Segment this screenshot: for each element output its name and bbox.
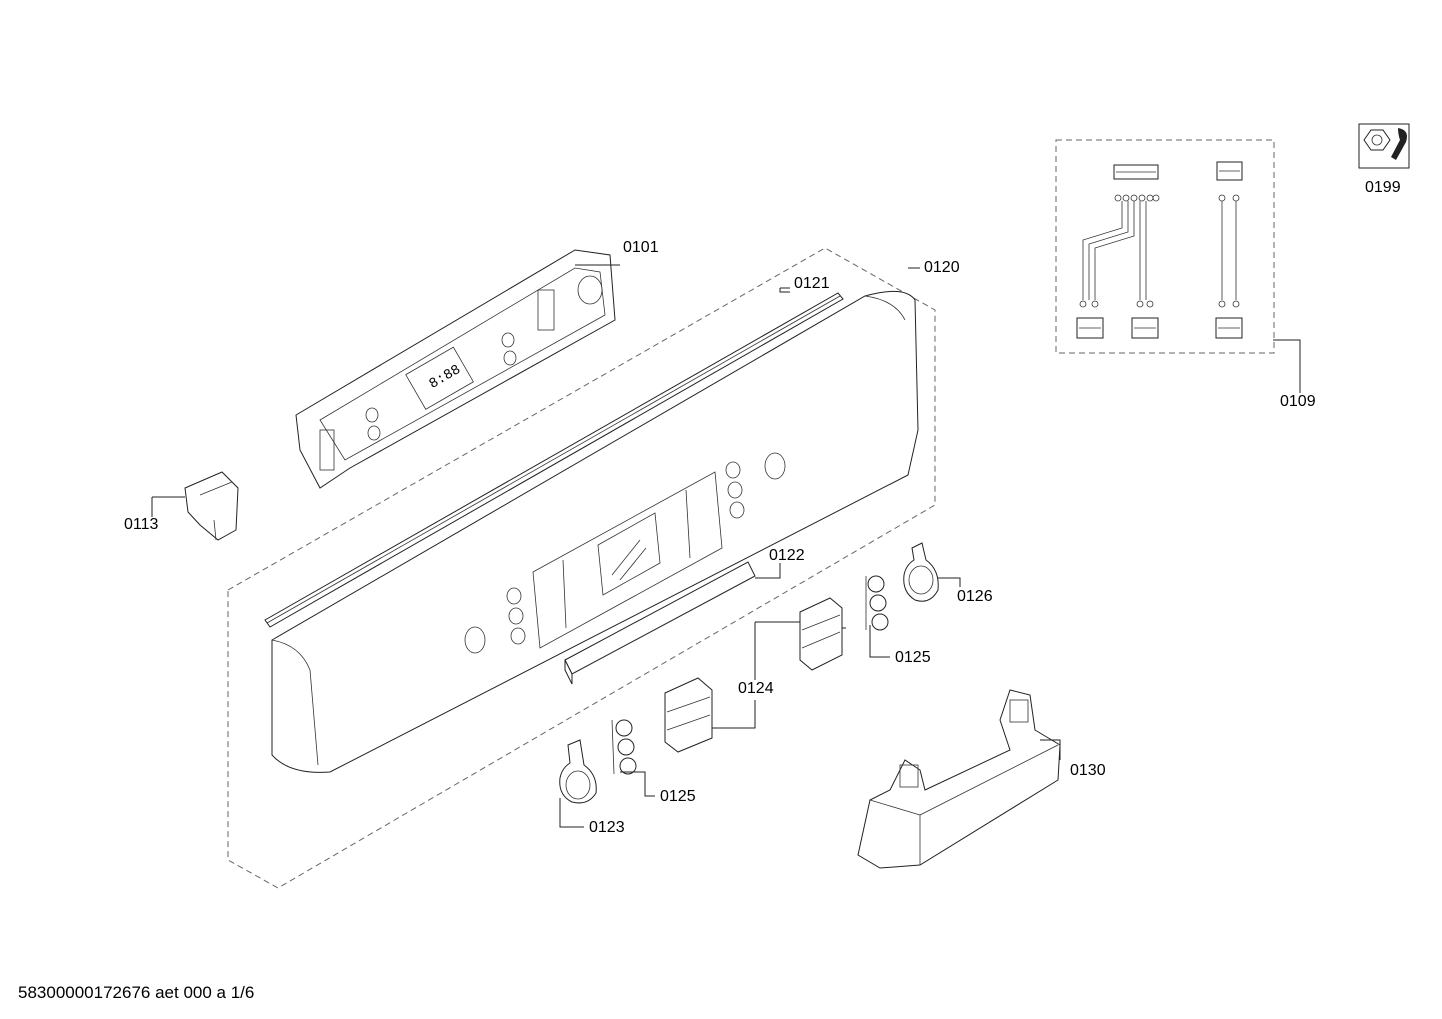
rotary-knob-right xyxy=(903,542,939,602)
electronic-module: 8:88 xyxy=(295,249,616,489)
nut-and-wrench-icon xyxy=(1358,123,1410,169)
label-0125-right: 0125 xyxy=(895,649,931,666)
cover-strip xyxy=(564,561,756,685)
document-reference: 58300000172676 aet 000 a 1/6 xyxy=(18,983,255,1002)
mounting-bracket xyxy=(857,689,1061,869)
trim-strip xyxy=(264,292,844,628)
label-0101: 0101 xyxy=(623,239,659,256)
label-0120: 0120 xyxy=(924,259,960,276)
label-0124: 0124 xyxy=(738,680,774,697)
rotary-knob-left xyxy=(559,739,597,804)
button-block-lower xyxy=(664,677,713,753)
wiring-harness-right xyxy=(1215,161,1243,339)
label-0113: 0113 xyxy=(124,516,159,533)
label-0123: 0123 xyxy=(589,819,625,836)
push-buttons-right xyxy=(865,575,889,631)
label-0109: 0109 xyxy=(1280,393,1316,410)
leader-lines xyxy=(151,264,1301,828)
button-block-upper xyxy=(799,597,843,671)
clip-part xyxy=(184,471,239,541)
label-0122: 0122 xyxy=(769,547,805,564)
push-buttons-left xyxy=(611,719,637,775)
label-0130: 0130 xyxy=(1070,762,1106,779)
label-0126: 0126 xyxy=(957,588,993,605)
label-0199: 0199 xyxy=(1365,179,1401,196)
group-outline-0109 xyxy=(1055,139,1275,354)
label-0121: 0121 xyxy=(794,275,830,292)
control-panel-fascia xyxy=(271,290,919,773)
label-0125-left: 0125 xyxy=(660,788,696,805)
wiring-harness-left xyxy=(1076,164,1160,339)
